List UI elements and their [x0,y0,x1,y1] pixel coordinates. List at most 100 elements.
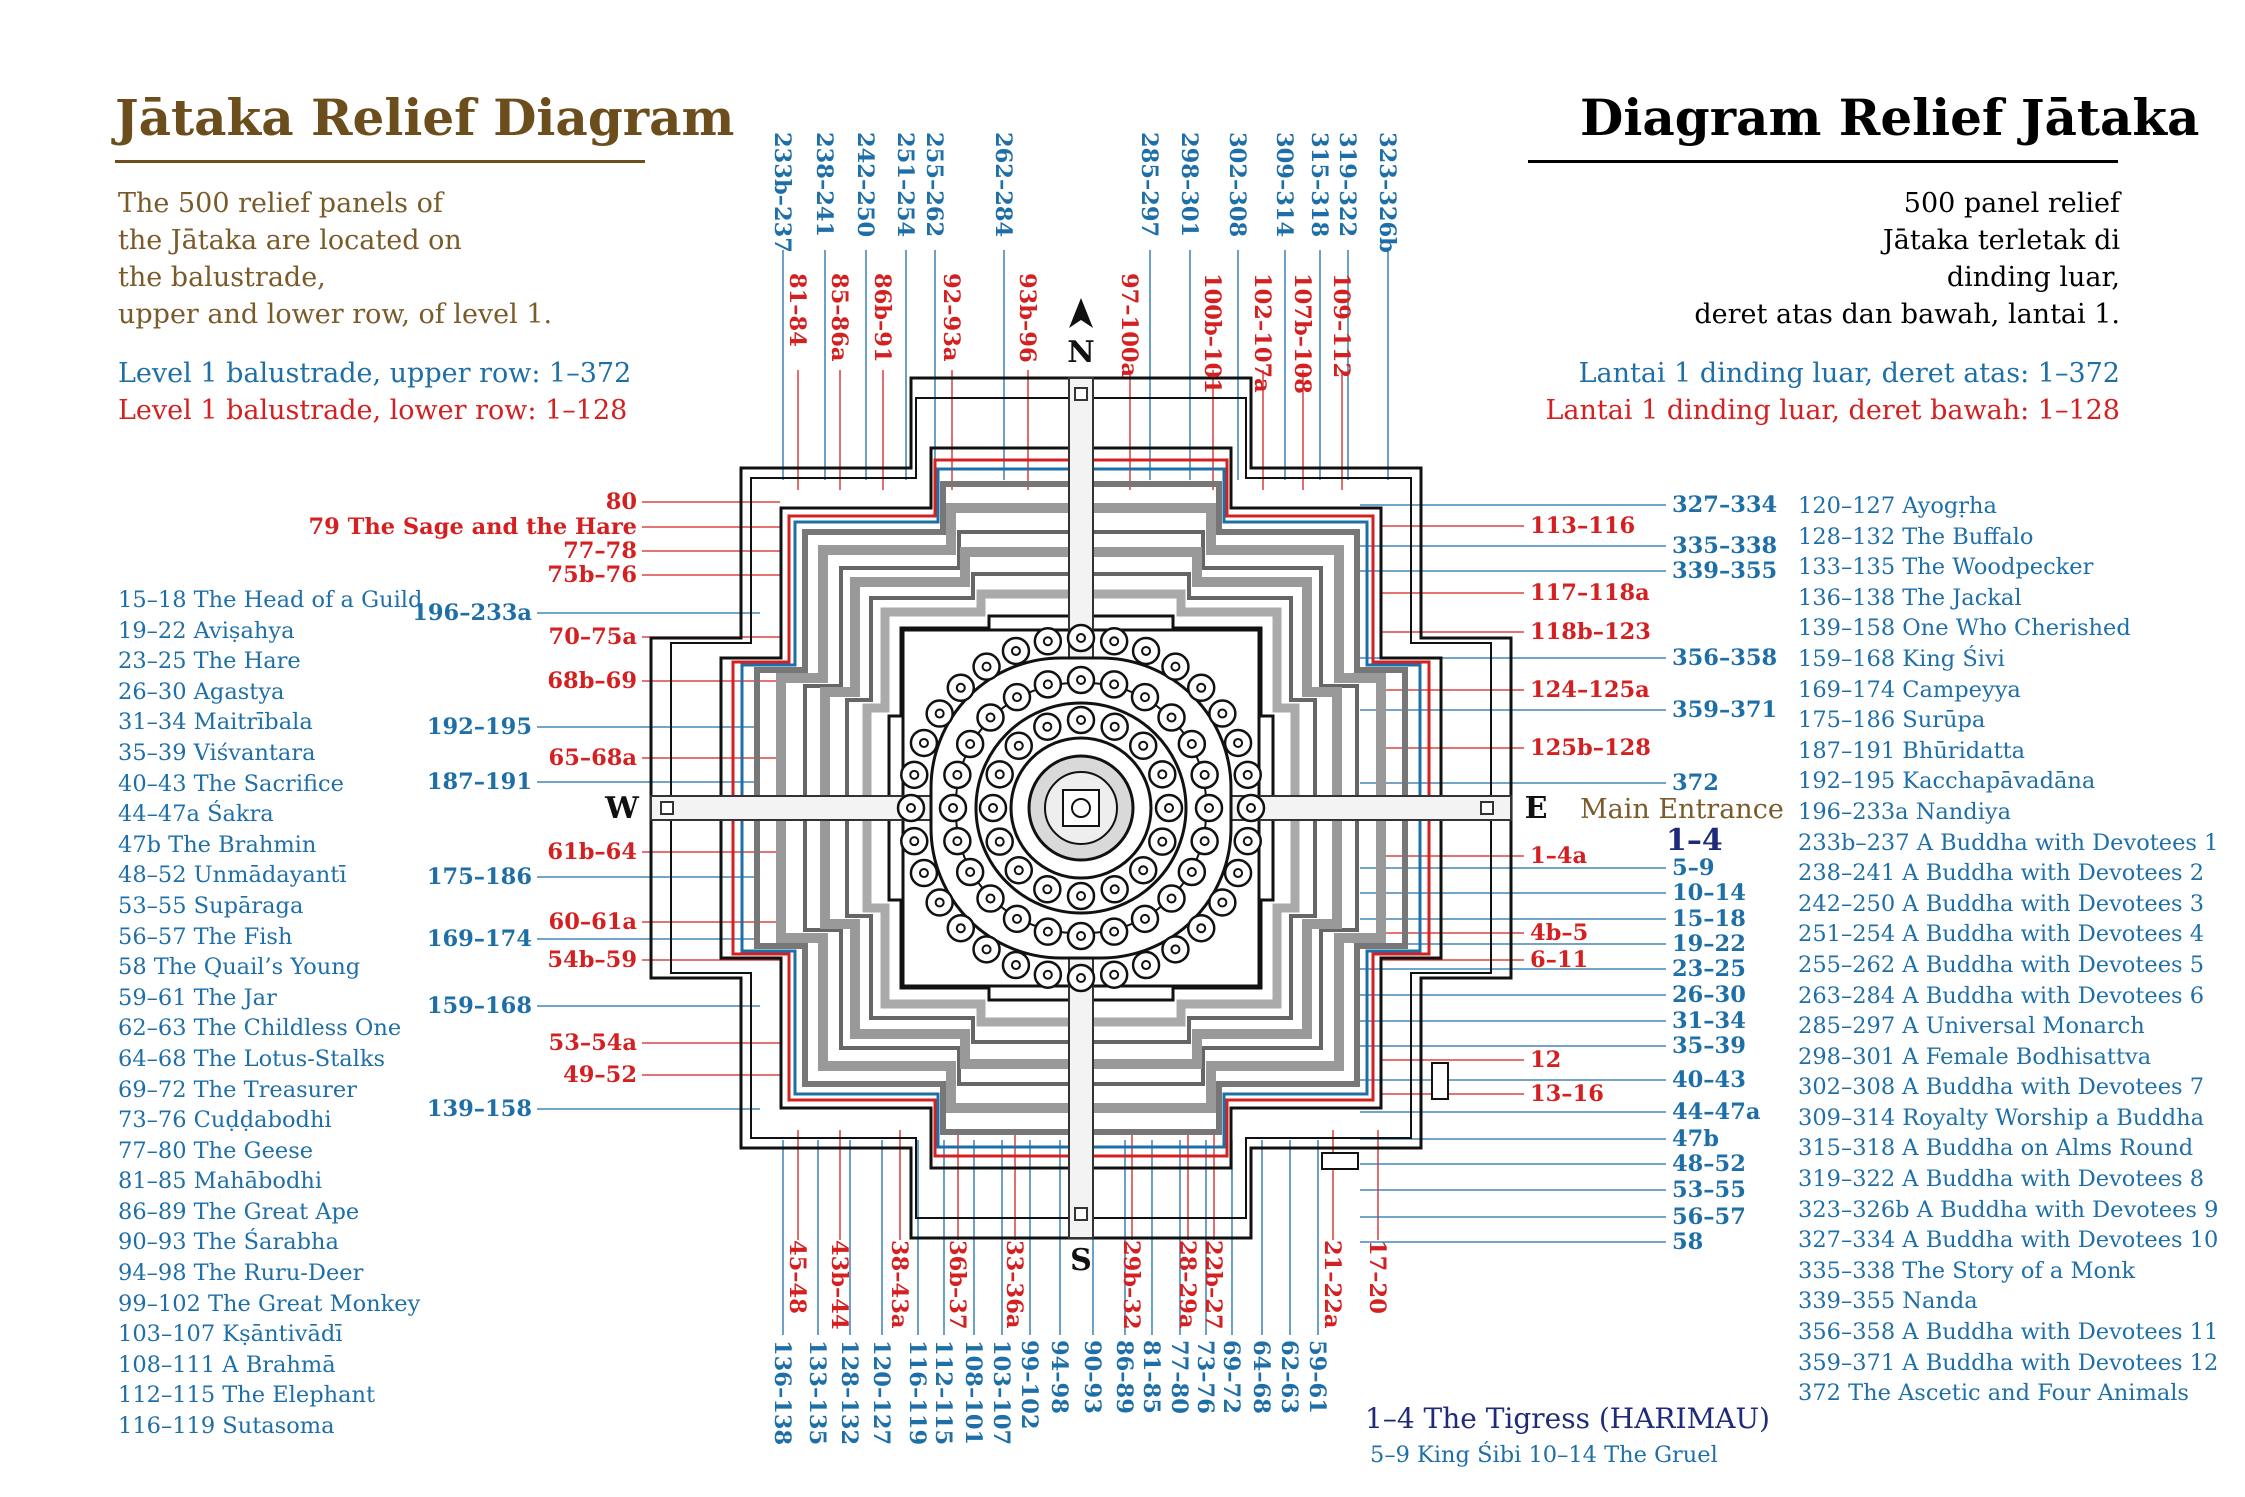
panel-label: 29b–32 [1118,1240,1144,1330]
story-entry: 359–371 A Buddha with Devotees 12 [1798,1349,2219,1376]
panel-label: 10–14 [1672,880,1746,906]
panel-label: 125b–128 [1530,735,1651,761]
intro-en-line: the Jātaka are located on [118,225,462,256]
panel-label: 113–116 [1530,513,1635,539]
stupa-inner-core [1109,884,1120,895]
main-stupa-core [1071,798,1091,818]
panel-label: 233b–237 [769,132,795,253]
stupa-outer-core [1242,769,1253,780]
compass-north: N [1067,335,1094,370]
stupa-outer-core [909,836,920,847]
panel-label: 372 [1672,770,1719,796]
circular-terrace-3 [1009,736,1153,880]
story-entry: 81–85 Mahābodhi [118,1168,323,1195]
stupa-outer-core [1246,803,1256,813]
balustrade-ring [776,503,1386,1113]
panel-label: 12 [1530,1047,1561,1073]
story-entry: 59–61 The Jar [118,984,277,1011]
stupa-outer-core [1141,645,1152,656]
stupa-inner-core [988,803,998,813]
stupa-inner-core [1138,740,1149,751]
panel-label: 327–334 [1672,492,1777,518]
stupa-outer-core [955,923,966,934]
panel-label: 159–168 [427,993,532,1019]
panel-label: 92–93a [938,273,964,362]
balustrade-ring [862,589,1300,1027]
story-entry: 192–195 Kacchapāvadāna [1798,768,2096,795]
stupa-middle-core [1042,926,1053,937]
panel-label: 4b–5 [1530,920,1588,946]
stupa-inner-core [1157,836,1168,847]
panel-label: 251–254 [892,132,918,237]
stupa-middle-core [1199,836,1210,847]
panel-label: 53–55 [1672,1177,1746,1203]
story-list-right: 120–127 Ayogṛha 128–132 The Buffalo 133–13… [1798,491,2218,1409]
panel-label: 81–84 [784,273,810,347]
intro-english: The 500 relief panels of the Jātaka are … [118,185,658,333]
panel-label: 1–4a [1530,843,1588,869]
panel-label: 86b–91 [869,273,895,363]
intro-id-line: 500 panel relief [1903,188,2120,219]
panel-label: 335–338 [1672,533,1777,559]
gate [660,801,674,815]
panel-label: 77–78 [563,538,637,564]
stupa-middle-core [985,893,996,904]
stupa-middle-core [1012,913,1022,924]
panel-label: 31–34 [1672,1008,1746,1034]
intro-id-line: deret atas dan bawah, lantai 1. [1694,299,2120,330]
panel-label: 315–318 [1306,132,1332,237]
panel-label: 62–63 [1276,1340,1302,1414]
story-entry: 15–18 The Head of a Guild [118,587,423,613]
story-entry: 175–186 Surūpa [1798,707,1986,734]
panel-label: 112–115 [930,1340,956,1445]
stupa-outer-core [934,897,945,908]
stupa-outer-core [1242,836,1253,847]
panel-label: 94–98 [1046,1340,1072,1414]
panel-label: 59–61 [1304,1340,1330,1414]
stupa-middle-core [1076,675,1086,685]
panel-label: 65–68a [549,745,638,771]
story-entry: 128–132 The Buffalo [1798,523,2034,550]
gate [1480,801,1494,815]
story-entry: 315–318 A Buddha on Alms Round [1798,1135,2194,1162]
story-entry: 133–135 The Woodpecker [1798,554,2094,581]
stupa-middle-core [1204,803,1214,813]
stupa-middle-core [1042,679,1053,690]
story-entry: 26–30 Agastya [118,678,285,705]
stupa-outer-core [1170,661,1181,672]
panel-label: 53–54a [549,1030,638,1056]
stupa-outer-core [1141,960,1152,971]
panel-label: 120–127 [868,1340,894,1445]
balustrade-ring [754,481,1408,1135]
title-indonesian: Diagram Relief Jātaka [1580,88,2200,147]
story-entry: 73–76 Cuḍḍabodhi [118,1107,332,1134]
stupa-middle-core [1140,692,1150,703]
stupa-inner-core [1013,740,1024,751]
stupa-inner-core [1138,865,1149,876]
story-entry: 187–191 Bhūridatta [1798,737,2026,764]
story-entry: 285–297 A Universal Monarch [1798,1013,2145,1040]
story-entry: 64–68 The Lotus-Stalks [118,1045,386,1072]
stupa-middle-core [948,803,958,813]
entrance-range-label: 1–4 [1666,823,1723,858]
stupa-outer-core [981,944,992,955]
panel-label: 187–191 [427,769,532,795]
intro-id-line: Jātaka terletak di [1882,225,2120,256]
story-entry: 53–55 Supāraga [118,892,304,919]
stupa-inner-core [994,769,1005,780]
story-entry: 309–314 Royalty Worship a Buddha [1798,1104,2204,1131]
panel-label: 255–262 [921,132,947,237]
panel-label: 133–135 [804,1340,830,1445]
panel-label: 302–308 [1224,132,1250,237]
panel-label: 196–233a [412,600,532,626]
stupa-inner-core [1042,884,1053,895]
panel-label: 124–125a [1530,677,1650,703]
panel-label: 107b–108 [1289,273,1315,394]
story-entry: 77–80 The Geese [118,1137,314,1164]
story-entry: 120–127 Ayogṛha [1798,493,1997,519]
story-entry: 356–358 A Buddha with Devotees 11 [1798,1319,2219,1346]
stupa-outer-core [1233,737,1244,748]
stupa-outer-core [1109,969,1120,980]
panel-label: 13–16 [1530,1081,1604,1107]
story-entry: 47b The Brahmin [118,831,317,858]
